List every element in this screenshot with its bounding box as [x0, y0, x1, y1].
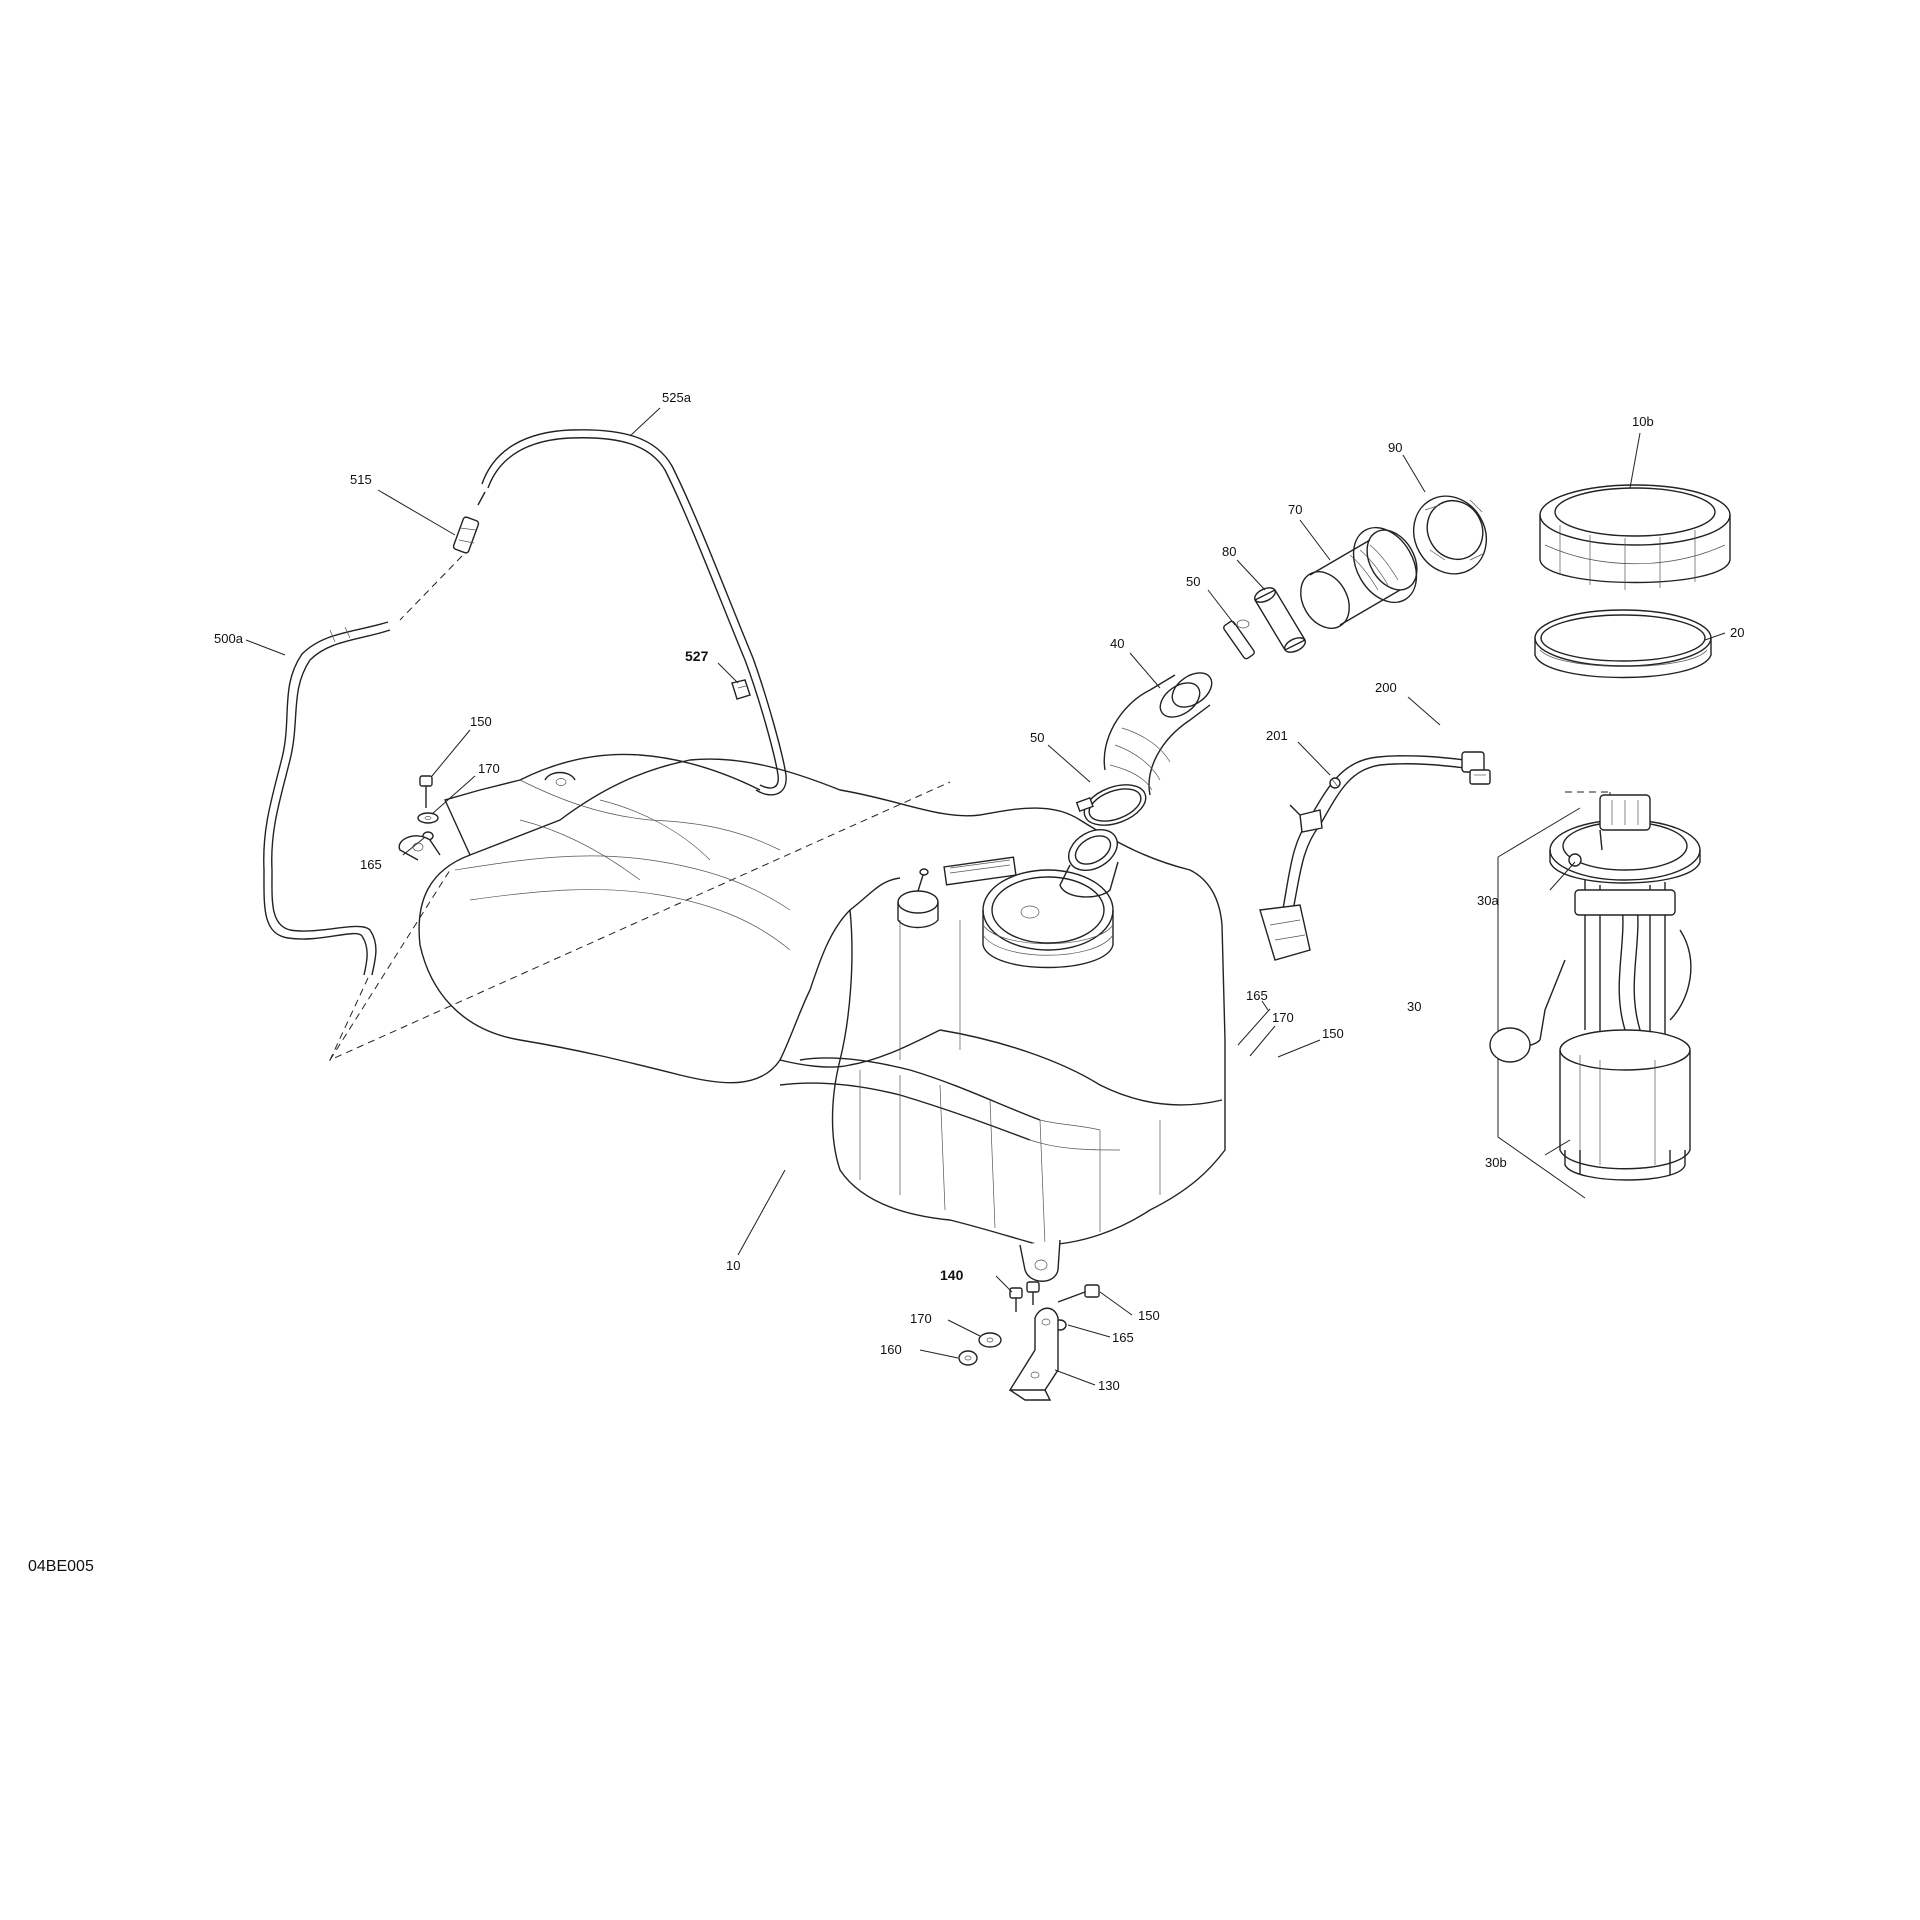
callout-50-lower: 50 — [1030, 730, 1044, 745]
leader-lines — [245, 407, 1726, 1386]
dashed-alignment-lines-left — [328, 555, 951, 1062]
bolt-150-bottom — [1057, 1284, 1100, 1303]
callout-201: 201 — [1266, 728, 1288, 743]
callout-10b: 10b — [1632, 414, 1654, 429]
fuel-pump-module-30 — [1489, 791, 1701, 1199]
fuel-tank-10 — [398, 753, 1226, 1282]
clip-201 — [1329, 777, 1341, 789]
callout-140: 140 — [940, 1267, 964, 1283]
callout-165-bottom: 165 — [1112, 1330, 1134, 1345]
callout-50-upper: 50 — [1186, 574, 1200, 589]
vent-hose-500a — [263, 621, 391, 976]
callout-20: 20 — [1730, 625, 1744, 640]
clamp-50-upper — [1223, 619, 1255, 660]
callout-70: 70 — [1288, 502, 1302, 517]
bolt-140-b — [1026, 1281, 1040, 1305]
washer-170-left — [417, 812, 439, 824]
callout-160: 160 — [880, 1342, 902, 1357]
callout-30: 30 — [1407, 999, 1421, 1014]
callout-150-bottom: 150 — [1138, 1308, 1160, 1323]
callout-80: 80 — [1222, 544, 1236, 559]
callout-150-left: 150 — [470, 714, 492, 729]
filler-hose-40 — [1103, 672, 1213, 796]
hose-clip-527 — [731, 679, 751, 700]
vent-valve-515 — [452, 491, 486, 554]
callout-500a: 500a — [214, 631, 244, 646]
callout-30b: 30b — [1485, 1155, 1507, 1170]
callout-150-right: 150 — [1322, 1026, 1344, 1041]
callout-170-left: 170 — [478, 761, 500, 776]
callout-165-left: 165 — [360, 857, 382, 872]
fuel-line-200 — [1259, 751, 1491, 961]
callout-170-right: 170 — [1272, 1010, 1294, 1025]
callout-40: 40 — [1110, 636, 1124, 651]
callout-10: 10 — [726, 1258, 740, 1273]
callout-200: 200 — [1375, 680, 1397, 695]
nut-160 — [958, 1350, 978, 1366]
seal-ring-20 — [1534, 609, 1712, 679]
bolt-140-a — [1009, 1287, 1023, 1312]
callout-130: 130 — [1098, 1378, 1120, 1393]
lock-ring-10b — [1539, 484, 1731, 590]
callout-527: 527 — [685, 648, 709, 664]
drawing-code: 04BE005 — [28, 1558, 94, 1575]
callout-515: 515 — [350, 472, 372, 487]
callout-165-right: 165 — [1246, 988, 1268, 1003]
ring-80 — [1254, 587, 1306, 653]
callout-30a: 30a — [1477, 893, 1499, 908]
callout-labels: 525a 515 500a 527 150 170 165 90 10b 70 … — [214, 390, 1744, 1393]
callout-170-bottom: 170 — [910, 1311, 932, 1326]
clamp-50-lower — [1075, 784, 1147, 826]
filler-cap-nut-90 — [1412, 495, 1488, 575]
callout-90: 90 — [1388, 440, 1402, 455]
callout-525a: 525a — [662, 390, 692, 405]
vent-hose-525a — [481, 429, 787, 796]
bracket-130 — [1008, 1307, 1059, 1401]
washer-170-bottom — [978, 1332, 1002, 1348]
filler-neck-70 — [1300, 526, 1418, 629]
bolt-150-left — [419, 775, 433, 808]
